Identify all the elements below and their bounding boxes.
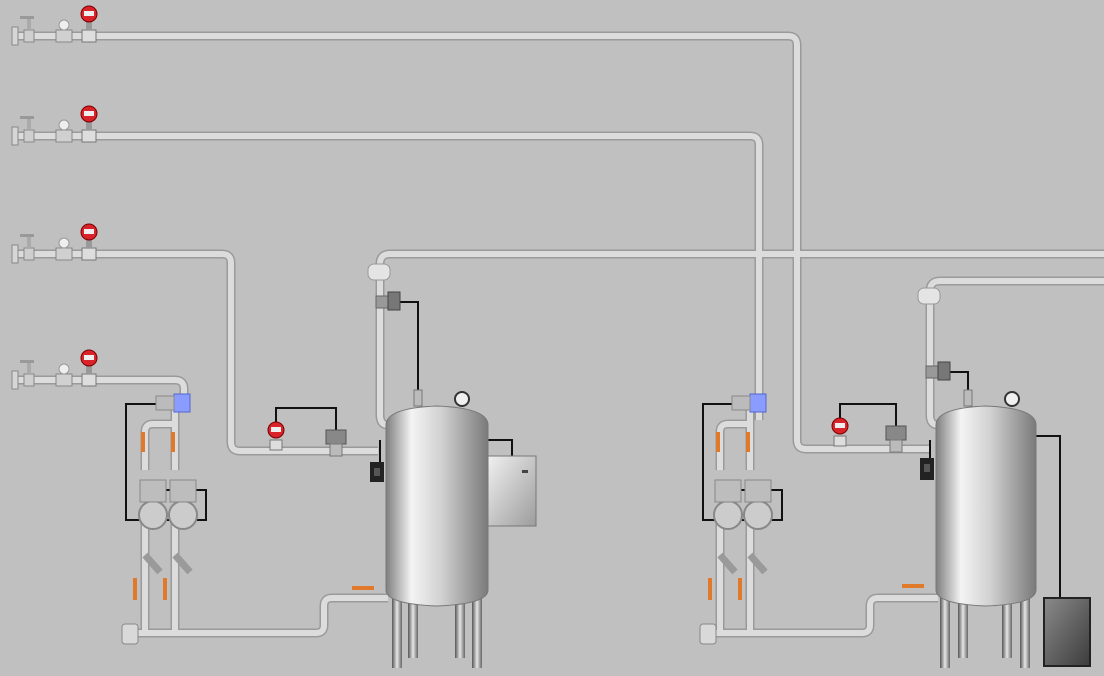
flow-switch-icon: [917, 287, 941, 305]
signal-wire: [948, 371, 969, 392]
control-valve-icon[interactable]: [375, 291, 401, 311]
flowmeter-icon[interactable]: [80, 5, 98, 43]
isolation-valve-icon[interactable]: [20, 16, 35, 43]
y-strainer-icon: [717, 552, 768, 575]
pipe-flange: [11, 126, 19, 146]
tank-leg: [408, 596, 418, 658]
flowmeter-icon[interactable]: [80, 349, 98, 387]
pressure-gauge-icon: [454, 391, 470, 407]
flowmeter-icon[interactable]: [80, 105, 98, 143]
tank-leg: [392, 596, 402, 668]
pipe-flange: [11, 26, 19, 46]
storage-tank-right[interactable]: [935, 405, 1037, 668]
suction-end-cap-icon: [121, 623, 139, 645]
flowmeter-icon[interactable]: [831, 417, 849, 447]
suction-end-cap-icon: [699, 623, 717, 645]
tank-leg: [1002, 596, 1012, 658]
sight-glass-icon: [155, 393, 191, 413]
centrifugal-pump-icon[interactable]: [138, 479, 168, 530]
pressure-gauge-icon: [1004, 391, 1020, 407]
check-valve-icon: [55, 19, 73, 43]
tank-body: [385, 405, 489, 607]
storage-tank-left[interactable]: [385, 405, 489, 668]
control-panel-icon[interactable]: [1043, 597, 1091, 667]
flow-switch-icon: [367, 263, 391, 281]
inlet-line-4: [11, 349, 98, 390]
pipe-flange: [11, 244, 19, 264]
check-valve-icon: [55, 363, 73, 387]
signal-wire: [486, 439, 513, 460]
manual-valve-icon[interactable]: [133, 432, 374, 600]
level-transmitter-icon: [920, 458, 934, 480]
inlet-line-2: [11, 105, 98, 146]
tank-leg: [455, 596, 465, 658]
control-valve-icon[interactable]: [325, 429, 347, 457]
check-valve-icon: [55, 237, 73, 261]
system-right: [699, 287, 1091, 668]
tank-leg: [1020, 596, 1030, 668]
signal-wire: [398, 301, 419, 392]
control-valve-icon[interactable]: [925, 361, 951, 381]
centrifugal-pump-icon[interactable]: [713, 479, 743, 530]
level-transmitter-icon: [370, 462, 384, 482]
isolation-valve-icon[interactable]: [20, 360, 35, 387]
vent-fitting-icon: [413, 389, 423, 407]
signal-wire: [702, 403, 783, 521]
control-valve-icon[interactable]: [885, 425, 907, 453]
isolation-valve-icon[interactable]: [20, 116, 35, 143]
signal-wire: [1036, 435, 1061, 598]
sight-glass-icon: [731, 393, 767, 413]
inlet-line-3: [11, 223, 98, 264]
tank-leg: [472, 596, 482, 668]
check-valve-icon: [55, 119, 73, 143]
flowmeter-icon[interactable]: [80, 223, 98, 261]
vent-fitting-icon: [963, 389, 973, 407]
control-panel-icon[interactable]: [487, 455, 537, 527]
centrifugal-pump-icon[interactable]: [743, 479, 773, 530]
system-left: [121, 263, 537, 668]
tank-leg: [958, 596, 968, 658]
tank-leg: [940, 596, 950, 668]
isolation-valve-icon[interactable]: [20, 234, 35, 261]
flowmeter-icon[interactable]: [267, 421, 285, 451]
inlet-line-1: [11, 5, 98, 46]
manual-valve-icon[interactable]: [708, 432, 924, 600]
pipe-flange: [11, 370, 19, 390]
y-strainer-icon: [142, 552, 193, 575]
tank-body: [935, 405, 1037, 607]
centrifugal-pump-icon[interactable]: [168, 479, 198, 530]
